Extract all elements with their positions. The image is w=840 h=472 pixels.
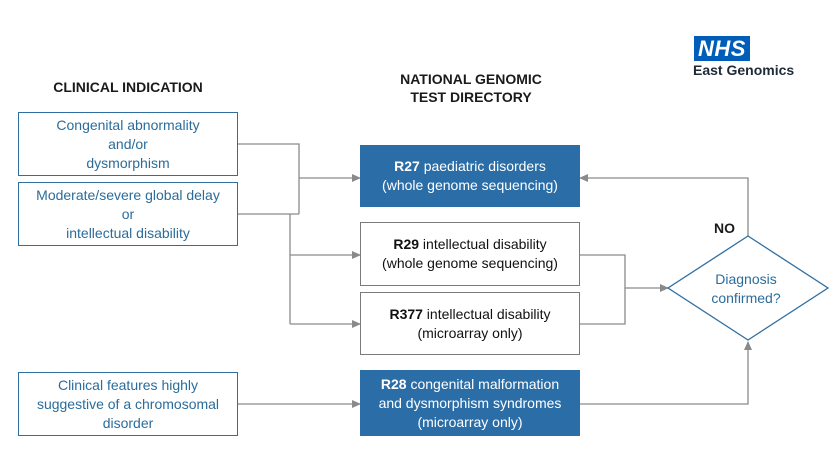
- input-congenital-abnormality: Congenital abnormality and/or dysmorphis…: [18, 112, 238, 176]
- test-r28: R28 congenital malformation and dysmorph…: [360, 370, 580, 436]
- connector-no-loop: [579, 174, 749, 236]
- no-label: NO: [714, 220, 735, 236]
- r27-line2: (whole genome sequencing): [382, 177, 558, 193]
- heading-directory-line1: NATIONAL GENOMIC: [400, 71, 542, 87]
- r28-line3: (microarray only): [417, 413, 523, 430]
- input1-line3: dysmorphism: [86, 154, 170, 171]
- r29-line2: (whole genome sequencing): [382, 255, 558, 271]
- input3-line1: Clinical features highly: [57, 376, 199, 393]
- r28-line1: R28 congenital malformation: [380, 375, 560, 392]
- input2-line2: or: [121, 205, 135, 222]
- r377-line2: (microarray only): [417, 324, 523, 341]
- heading-clinical-indication: CLINICAL INDICATION: [53, 79, 203, 95]
- connector-r28-to-diamond: [580, 341, 752, 405]
- connector-input1: [238, 143, 300, 214]
- r29-line1: R29 intellectual disability: [393, 236, 547, 252]
- test-r377: R377 intellectual disability (microarray…: [360, 292, 580, 355]
- input-chromosomal-disorder: Clinical features highly suggestive of a…: [18, 372, 238, 436]
- nhs-logo: NHS: [694, 36, 750, 61]
- input2-line3: intellectual disability: [66, 224, 190, 241]
- decision-diamond: [666, 235, 830, 341]
- r377-line1: R377 intellectual disability: [389, 305, 551, 322]
- input-global-delay: Moderate/severe global delay or intellec…: [18, 182, 238, 246]
- input2-line1: Moderate/severe global delay: [36, 186, 220, 203]
- input3-line2: suggestive of a chromosomal: [36, 395, 220, 412]
- decision-line2: confirmed?: [711, 290, 781, 306]
- connector-r29-out: [580, 254, 626, 325]
- org-name: East Genomics: [693, 62, 795, 78]
- r27-line1: R27 paediatric disorders: [394, 158, 546, 174]
- input1-line1: Congenital abnormality: [56, 116, 200, 133]
- heading-directory-line2: TEST DIRECTORY: [410, 89, 532, 105]
- test-r29: R29 intellectual disability (whole genom…: [360, 222, 580, 286]
- test-r27: R27 paediatric disorders (whole genome s…: [360, 145, 580, 207]
- input3-line3: disorder: [102, 414, 154, 431]
- heading-test-directory: NATIONAL GENOMIC TEST DIRECTORY: [360, 70, 582, 106]
- input1-line2: and/or: [108, 135, 148, 152]
- r28-line2: and dysmorphism syndromes: [378, 394, 562, 411]
- decision-text: Diagnosis confirmed?: [690, 270, 802, 308]
- decision-line1: Diagnosis: [715, 271, 777, 287]
